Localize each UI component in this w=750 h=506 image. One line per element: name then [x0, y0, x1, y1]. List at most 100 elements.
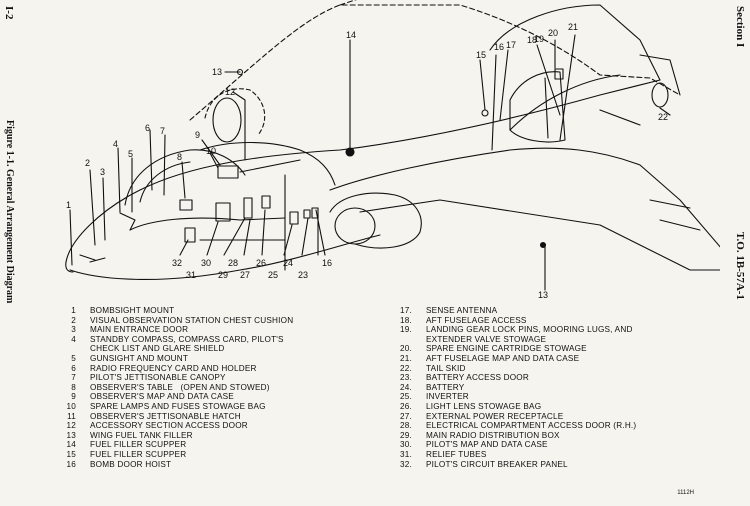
aircraft-drawing: 13 12 14 15 16 17 18 19 20 21 22 1 2 3 4… — [65, 0, 720, 300]
legend-item: 29. MAIN RADIO DISTRIBUTION BOX — [394, 431, 636, 441]
legend-item: 13 WING FUEL TANK FILLER — [58, 431, 293, 441]
legend-num: 6 — [71, 363, 76, 373]
legend-item: 19.LANDING GEAR LOCK PINS, MOORING LUGS,… — [394, 325, 636, 344]
legend-text: ACCESSORY SECTION ACCESS DOOR — [90, 421, 248, 431]
legend-num: 12 — [66, 421, 76, 431]
legend-num: 25. — [400, 392, 412, 402]
callout-26: 26 — [256, 258, 266, 268]
legend-text: LIGHT LENS STOWAGE BAG — [426, 401, 542, 411]
legend-text: PILOT'S CIRCUIT BREAKER PANEL — [426, 459, 568, 469]
legend-text: EXTERNAL POWER RECEPTACLE — [426, 411, 564, 421]
legend-num: 32. — [400, 459, 412, 469]
legend-text: AFT FUSELAGE MAP AND DATA CASE — [426, 353, 580, 363]
callout-25: 25 — [268, 270, 278, 280]
legend-text: BATTERY — [426, 382, 465, 392]
legend-item: 24. BATTERY — [394, 383, 636, 393]
legend-num: 26. — [400, 401, 412, 411]
legend-num: 28. — [400, 421, 412, 431]
legend-item: 31.RELIEF TUBES — [394, 450, 636, 460]
figure-caption: Figure 1-1. General Arrangement Diagram — [4, 120, 15, 304]
legend-num: 27. — [400, 411, 412, 421]
legend-num: 5 — [71, 353, 76, 363]
legend-item: 20.SPARE ENGINE CARTRIDGE STOWAGE — [394, 344, 636, 354]
callout-30: 30 — [201, 258, 211, 268]
callout-19: 19 — [534, 34, 544, 44]
legend-text: MAIN RADIO DISTRIBUTION BOX — [426, 430, 560, 440]
legend-item: 32. PILOT'S CIRCUIT BREAKER PANEL — [394, 460, 636, 470]
legend-num: 7 — [71, 373, 76, 383]
legend-text: WING FUEL TANK FILLER — [90, 430, 193, 440]
legend-text: BOMB DOOR HOIST — [90, 459, 172, 469]
callout-10: 10 — [206, 146, 216, 156]
legend-item: 22.TAIL SKID — [394, 364, 636, 374]
legend-item: 5 GUNSIGHT AND MOUNT — [58, 354, 293, 364]
legend-item: 30. PILOT'S MAP AND DATA CASE — [394, 440, 636, 450]
legend-text: GUNSIGHT AND MOUNT — [90, 353, 189, 363]
callout-6: 6 — [145, 123, 150, 133]
legend-num: 24. — [400, 382, 412, 392]
legend-item: 25.INVERTER — [394, 392, 636, 402]
callout-16-bottom: 16 — [322, 258, 332, 268]
legend-text: AFT FUSELAGE ACCESS — [426, 315, 527, 325]
legend-item: 21. AFT FUSELAGE MAP AND DATA CASE — [394, 354, 636, 364]
callout-1: 1 — [66, 200, 71, 210]
legend-text: MAIN ENTRANCE DOOR — [90, 325, 189, 335]
legend-num: 8 — [71, 382, 76, 392]
legend-item: 28. ELECTRICAL COMPARTMENT ACCESS DOOR (R… — [394, 421, 636, 431]
legend-text: VISUAL OBSERVATION STATION CHEST CUSHION — [90, 315, 294, 325]
legend-item: 18. AFT FUSELAGE ACCESS — [394, 316, 636, 326]
legend-text: RELIEF TUBES — [426, 449, 487, 459]
legend-num: 10 — [66, 401, 76, 411]
callout-13-bottom: 13 — [538, 290, 548, 300]
callout-16-top: 16 — [494, 42, 504, 52]
callout-4: 4 — [113, 139, 118, 149]
legend-num: 23. — [400, 373, 412, 383]
callout-18: 18 — [527, 35, 537, 45]
legend-text: SENSE ANTENNA — [426, 306, 498, 315]
callout-14: 14 — [346, 30, 356, 40]
legend-item: 17.SENSE ANTENNA — [394, 306, 636, 316]
legend-text: SPARE LAMPS AND FUSES STOWAGE BAG — [90, 401, 266, 411]
legend-item: 26. LIGHT LENS STOWAGE BAG — [394, 402, 636, 412]
legend-item: 12 ACCESSORY SECTION ACCESS DOOR — [58, 421, 293, 431]
callout-15: 15 — [476, 50, 486, 60]
legend-text: OBSERVER'S MAP AND DATA CASE — [90, 392, 234, 402]
legend-num: 29. — [400, 430, 412, 440]
legend-num: 18. — [400, 315, 412, 325]
page-label: I-2 — [3, 6, 15, 20]
callout-27: 27 — [240, 270, 250, 280]
section-label: Section I — [734, 6, 746, 48]
legend-item: 7 PILOT'S JETTISONABLE CANOPY — [58, 373, 293, 383]
legend-num: 13 — [66, 430, 76, 440]
legend-text: ELECTRICAL COMPARTMENT ACCESS DOOR (R.H.… — [426, 421, 637, 431]
callout-12: 12 — [225, 87, 235, 97]
legend-num: 15 — [66, 449, 76, 459]
legend-text: PILOT'S MAP AND DATA CASE — [426, 440, 548, 450]
legend-item: 23. BATTERY ACCESS DOOR — [394, 373, 636, 383]
legend-num: 30. — [400, 440, 412, 450]
callout-8: 8 — [177, 152, 182, 162]
legend-item: 10 SPARE LAMPS AND FUSES STOWAGE BAG — [58, 402, 293, 412]
callout-3: 3 — [100, 167, 105, 177]
legend-text: LANDING GEAR LOCK PINS, MOORING LUGS, AN… — [426, 325, 633, 344]
legend-text: TAIL SKID — [426, 363, 466, 373]
callout-7: 7 — [160, 126, 165, 136]
legend-num: 20. — [400, 344, 412, 354]
callout-24: 24 — [283, 258, 293, 268]
legend-item: 27. EXTERNAL POWER RECEPTACLE — [394, 412, 636, 422]
legend-text: PILOT'S JETTISONABLE CANOPY — [90, 373, 226, 383]
callout-31: 31 — [186, 270, 196, 280]
legend-text: BATTERY ACCESS DOOR — [426, 373, 529, 383]
legend-num: 21. — [400, 353, 412, 363]
callout-2: 2 — [85, 158, 90, 168]
